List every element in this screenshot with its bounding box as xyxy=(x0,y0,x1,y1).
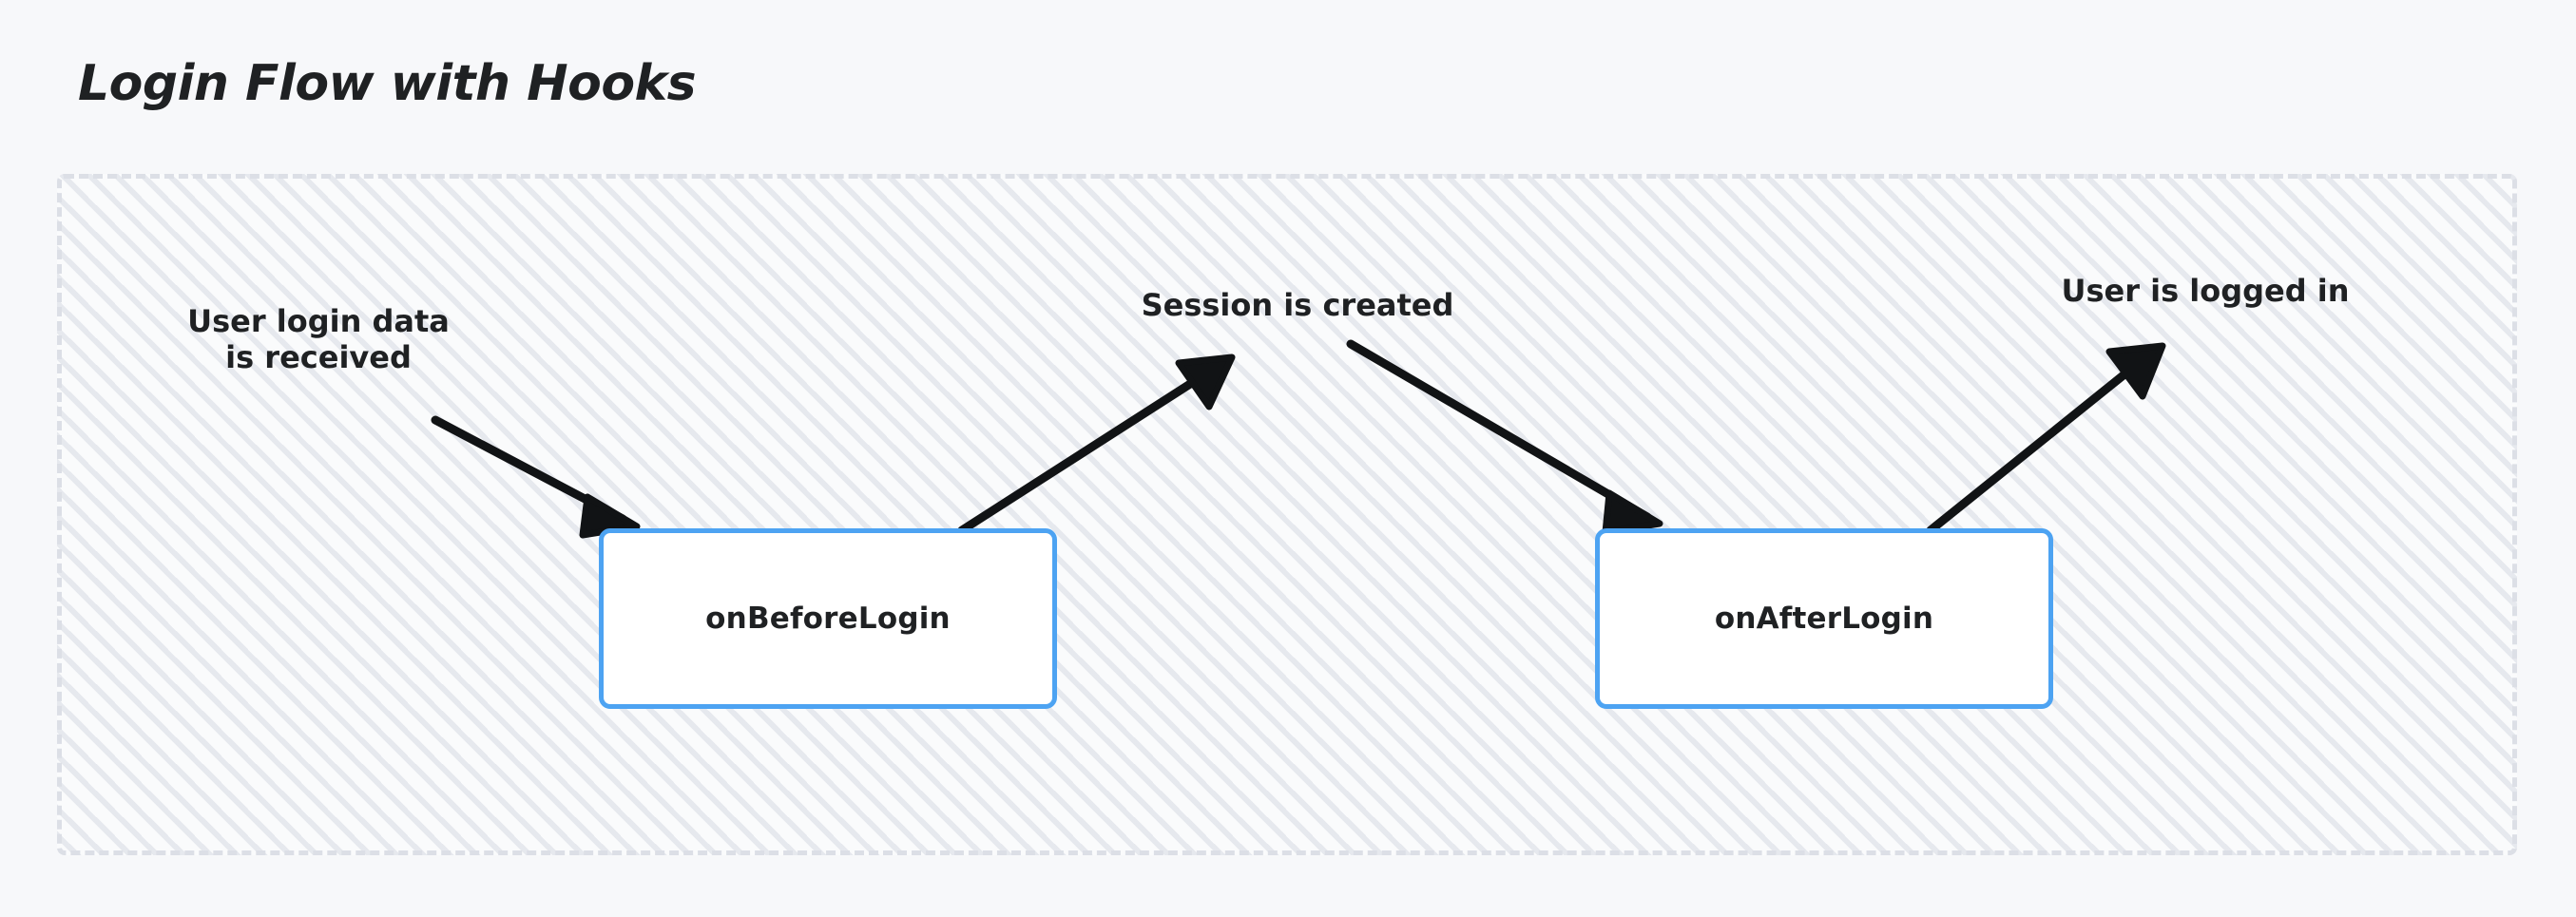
edge-label-user-logged-in: User is logged in xyxy=(2061,273,2350,309)
node-on-before-login-label: onBeforeLogin xyxy=(705,602,951,636)
node-on-after-login[interactable]: onAfterLogin xyxy=(1595,528,2053,709)
edge-label-user-login-data: User login data is received xyxy=(187,303,450,375)
page-title: Login Flow with Hooks xyxy=(78,55,697,112)
node-on-after-login-label: onAfterLogin xyxy=(1714,602,1934,636)
node-on-before-login[interactable]: onBeforeLogin xyxy=(599,528,1057,709)
edge-label-session-created: Session is created xyxy=(1141,287,1454,323)
